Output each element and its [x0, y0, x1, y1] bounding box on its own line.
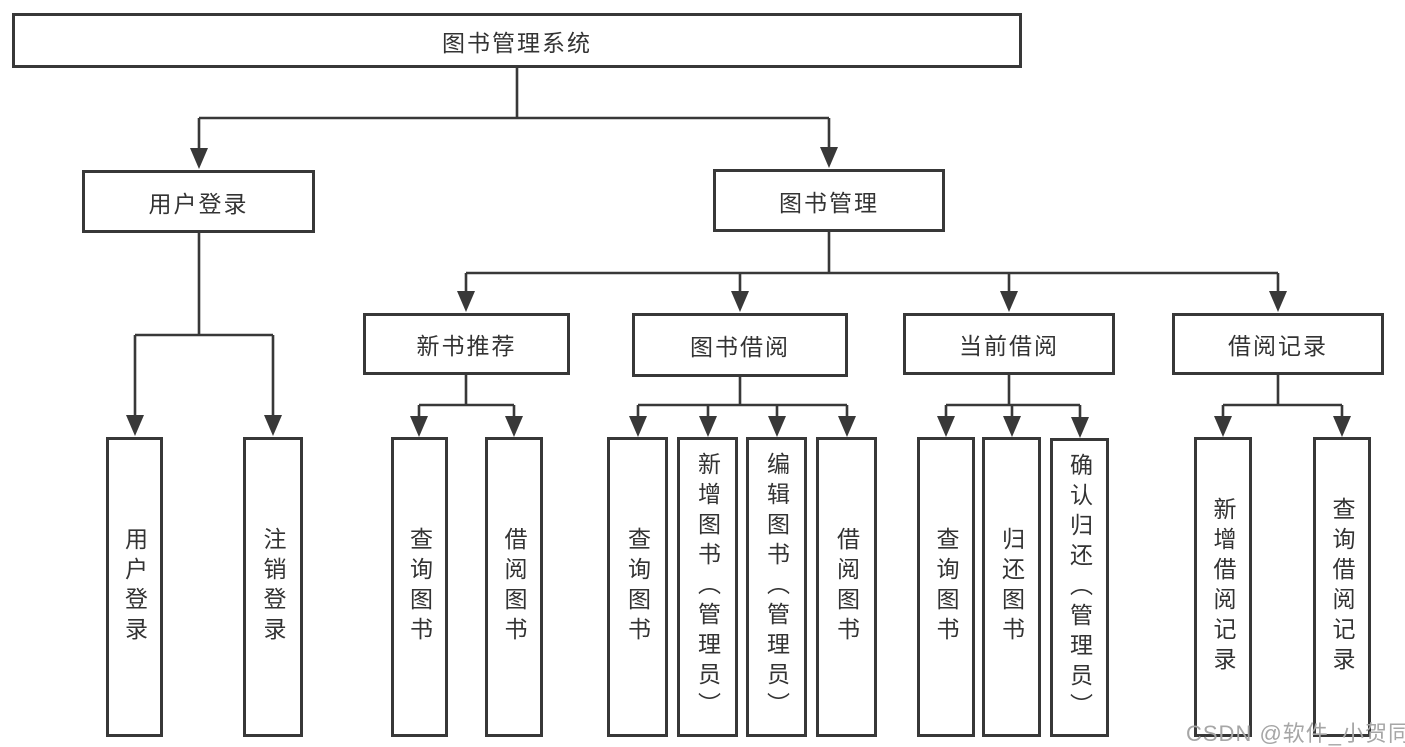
leaf-query-books-2: 查询图书: [607, 437, 668, 737]
node-user-login: 用户登录: [82, 170, 315, 233]
leaf-user-login: 用户登录: [106, 437, 163, 737]
node-current-borrow: 当前借阅: [903, 313, 1115, 375]
node-book-borrow: 图书借阅: [632, 313, 848, 377]
node-root: 图书管理系统: [12, 13, 1022, 68]
leaf-edit-books-admin: 编辑图书（管理员）: [746, 437, 807, 737]
leaf-borrow-books-1-label: 借阅图书: [501, 527, 527, 647]
leaf-query-books-2-label: 查询图书: [624, 527, 651, 647]
leaf-query-books-3-label: 查询图书: [933, 527, 959, 647]
leaf-query-borrow-record-label: 查询借阅记录: [1329, 497, 1355, 677]
leaf-add-books-admin-label: 新增图书（管理员）: [694, 452, 721, 722]
node-book-borrow-label: 图书借阅: [690, 334, 790, 360]
leaf-add-borrow-record-label: 新增借阅记录: [1210, 497, 1236, 677]
leaf-query-borrow-record: 查询借阅记录: [1313, 437, 1371, 737]
leaf-borrow-books-2: 借阅图书: [816, 437, 877, 737]
leaf-logout-label: 注销登录: [260, 527, 286, 647]
leaf-query-books-3: 查询图书: [917, 437, 975, 737]
node-new-book-recommend-label: 新书推荐: [416, 333, 517, 359]
leaf-query-books-1-label: 查询图书: [406, 527, 433, 647]
leaf-confirm-return-admin: 确认归还（管理员）: [1050, 438, 1109, 737]
leaf-user-login-label: 用户登录: [121, 527, 148, 647]
node-current-borrow-label: 当前借阅: [959, 333, 1059, 359]
leaf-add-books-admin: 新增图书（管理员）: [677, 437, 738, 737]
watermark: CSDN @软件_小贺同学: [1186, 721, 1405, 746]
node-user-login-label: 用户登录: [148, 190, 249, 217]
leaf-return-books: 归还图书: [982, 437, 1041, 737]
node-borrow-records-label: 借阅记录: [1228, 333, 1328, 359]
leaf-return-books-label: 归还图书: [998, 527, 1025, 647]
node-book-management-label: 图书管理: [779, 189, 879, 216]
leaf-borrow-books-2-label: 借阅图书: [833, 527, 860, 647]
node-root-label: 图书管理系统: [442, 29, 592, 56]
node-book-management: 图书管理: [713, 169, 945, 232]
leaf-query-books-1: 查询图书: [391, 437, 448, 737]
node-new-book-recommend: 新书推荐: [363, 313, 570, 375]
leaf-logout: 注销登录: [243, 437, 303, 737]
node-borrow-records: 借阅记录: [1172, 313, 1384, 375]
leaf-confirm-return-admin-label: 确认归还（管理员）: [1066, 452, 1093, 723]
leaf-add-borrow-record: 新增借阅记录: [1194, 437, 1252, 737]
leaf-borrow-books-1: 借阅图书: [485, 437, 543, 737]
leaf-edit-books-admin-label: 编辑图书（管理员）: [763, 452, 790, 722]
